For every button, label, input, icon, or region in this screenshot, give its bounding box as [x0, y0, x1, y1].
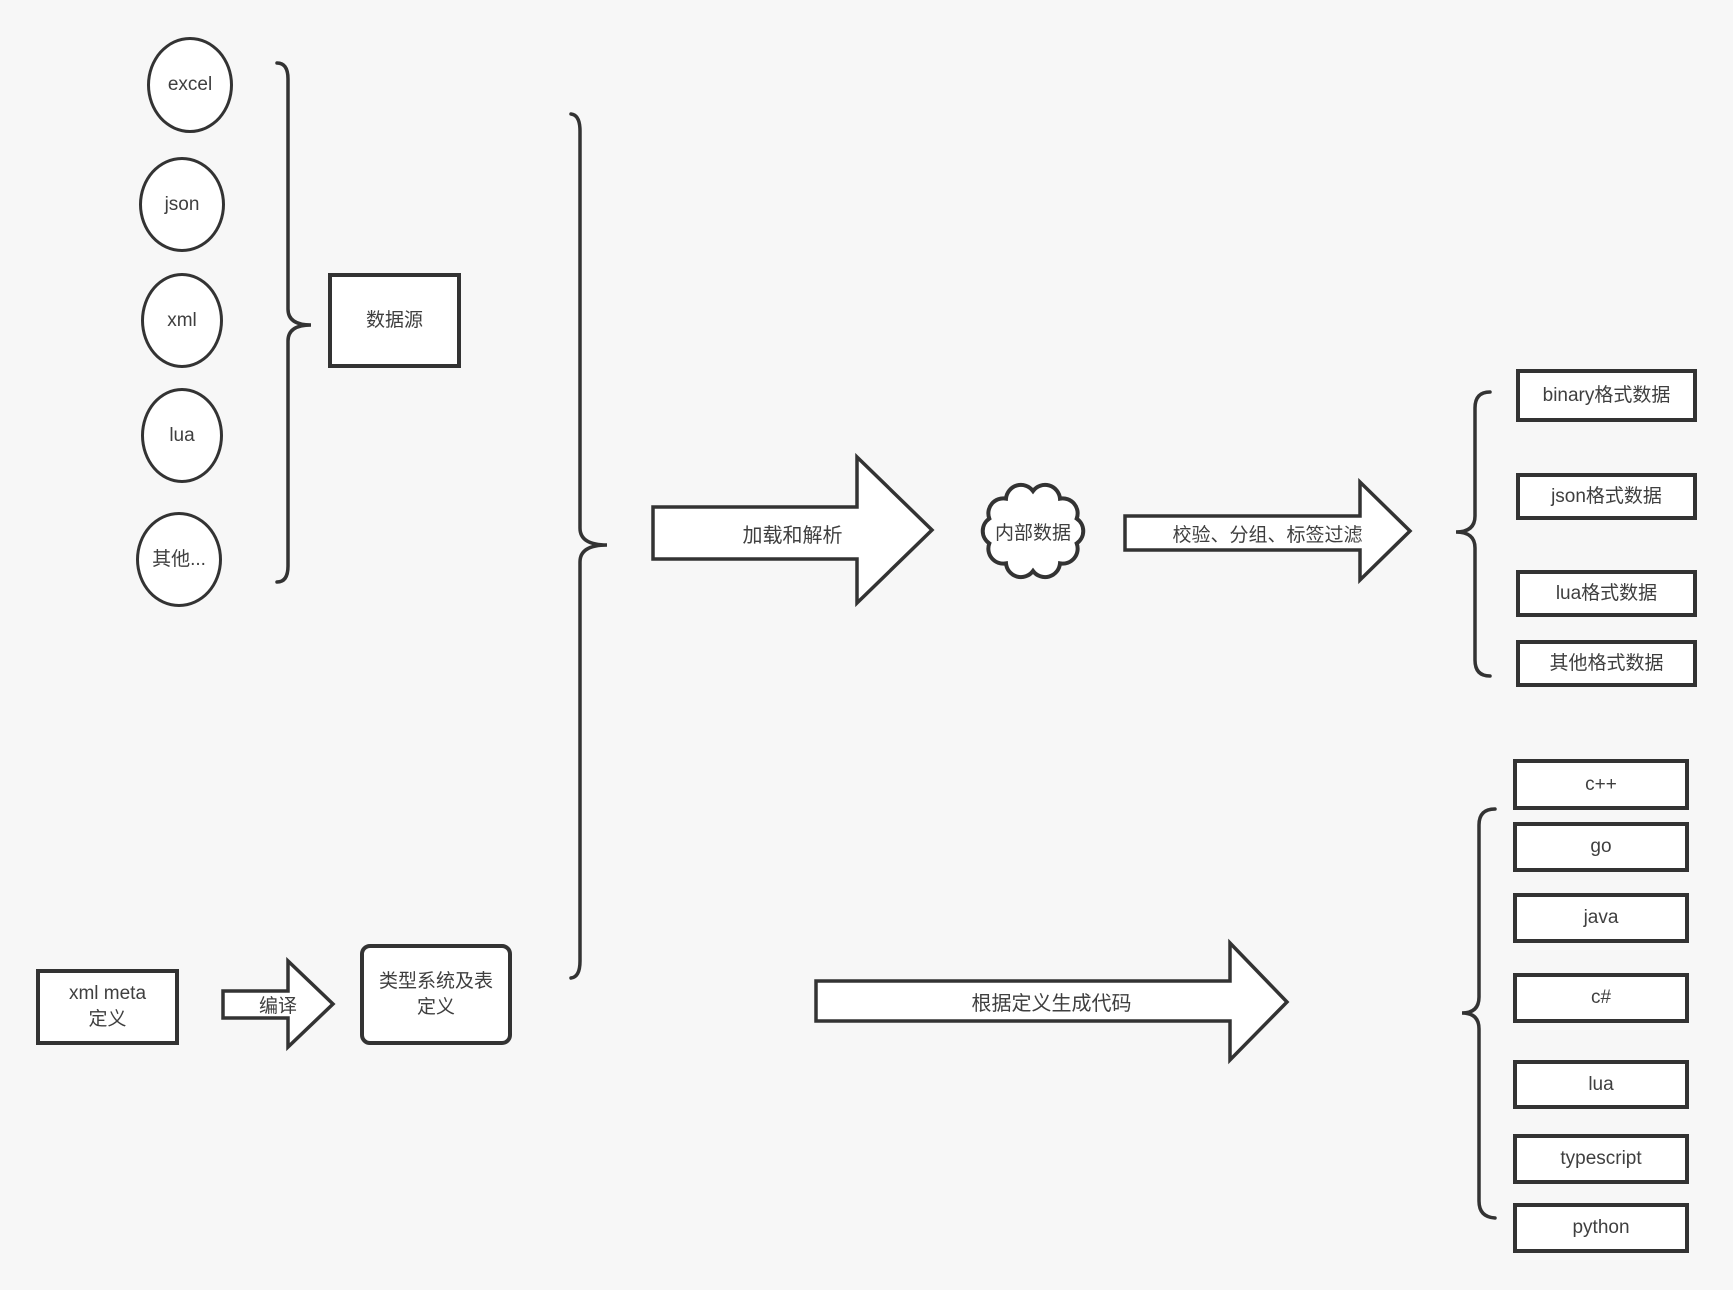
language-label: python	[1572, 1217, 1630, 1239]
sources-brace	[275, 61, 312, 584]
source-node-lua: lua	[141, 388, 223, 483]
language-box-java: java	[1513, 893, 1689, 943]
source-node-other: 其他...	[136, 512, 222, 607]
inputs-brace	[569, 112, 608, 980]
type-system-box: 类型系统及表定义	[360, 944, 512, 1045]
format-label: lua格式数据	[1555, 582, 1658, 604]
language-label: c++	[1585, 773, 1617, 795]
language-label: typescript	[1560, 1148, 1642, 1170]
generate-code-arrow-label: 根据定义生成代码	[971, 992, 1132, 1015]
language-box-python: python	[1513, 1203, 1689, 1253]
format-box-binary: binary格式数据	[1516, 369, 1697, 422]
formats-brace	[1455, 390, 1492, 678]
language-box-lua: lua	[1513, 1060, 1689, 1109]
language-label: go	[1590, 836, 1612, 858]
format-box-other: 其他格式数据	[1516, 640, 1697, 687]
filter-arrow	[1123, 477, 1413, 585]
source-label: json	[164, 193, 200, 215]
format-box-json: json格式数据	[1516, 473, 1697, 520]
compile-arrow-label: 编译	[258, 995, 297, 1017]
source-label: excel	[167, 74, 213, 96]
language-label: c#	[1590, 987, 1612, 1009]
source-label: 其他...	[152, 548, 206, 570]
load-parse-arrow	[651, 452, 935, 608]
source-node-json: json	[139, 157, 225, 252]
load-parse-arrow-label: 加载和解析	[742, 524, 843, 547]
format-label: 其他格式数据	[1549, 652, 1664, 674]
language-label: lua	[1588, 1073, 1614, 1095]
compile-arrow	[221, 956, 336, 1052]
source-label: lua	[169, 424, 195, 446]
source-node-excel: excel	[147, 37, 233, 133]
language-box-csharp: c#	[1513, 973, 1689, 1023]
language-box-cpp: c++	[1513, 759, 1689, 810]
source-label: xml	[167, 309, 197, 331]
source-node-xml: xml	[141, 273, 223, 368]
internal-data-label: 内部数据	[994, 522, 1071, 544]
internal-data-cloud	[980, 482, 1086, 580]
xml-meta-label: xml meta定义	[68, 983, 147, 1030]
data-source-label: 数据源	[365, 309, 423, 331]
data-source-box: 数据源	[328, 273, 461, 368]
languages-brace	[1461, 807, 1497, 1220]
language-label: java	[1583, 907, 1619, 929]
filter-arrow-label: 校验、分组、标签过滤	[1172, 524, 1363, 546]
format-label: json格式数据	[1551, 485, 1662, 507]
language-box-typescript: typescript	[1513, 1134, 1689, 1184]
xml-meta-box: xml meta定义	[36, 969, 179, 1045]
format-label: binary格式数据	[1542, 384, 1671, 406]
generate-code-arrow	[814, 938, 1290, 1065]
type-system-label: 类型系统及表定义	[378, 970, 493, 1018]
format-box-lua: lua格式数据	[1516, 570, 1697, 617]
language-box-go: go	[1513, 822, 1689, 872]
